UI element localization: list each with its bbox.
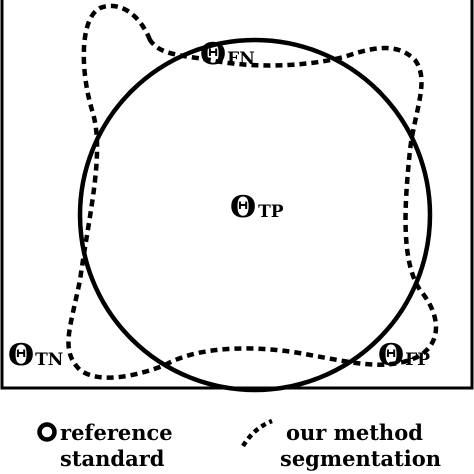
label-true-negative: ΘTN [8, 338, 63, 373]
legend-method-segmentation: our method segmentation [241, 418, 441, 471]
reference-standard-circle [77, 37, 433, 393]
method-segmentation-contour [66, 3, 439, 380]
label-false-negative: ΘFN [200, 37, 255, 72]
legend-reference-line2: standard [60, 446, 165, 471]
ring-icon [37, 422, 57, 442]
dashed-arc-icon [241, 418, 273, 448]
legend-method-line1: our method [286, 420, 423, 445]
legend-method-line2: segmentation [280, 446, 441, 471]
legend-reference-line1: reference [60, 420, 173, 445]
label-false-positive: ΘFP [378, 338, 430, 373]
legend-reference-standard: reference standard [37, 420, 173, 471]
